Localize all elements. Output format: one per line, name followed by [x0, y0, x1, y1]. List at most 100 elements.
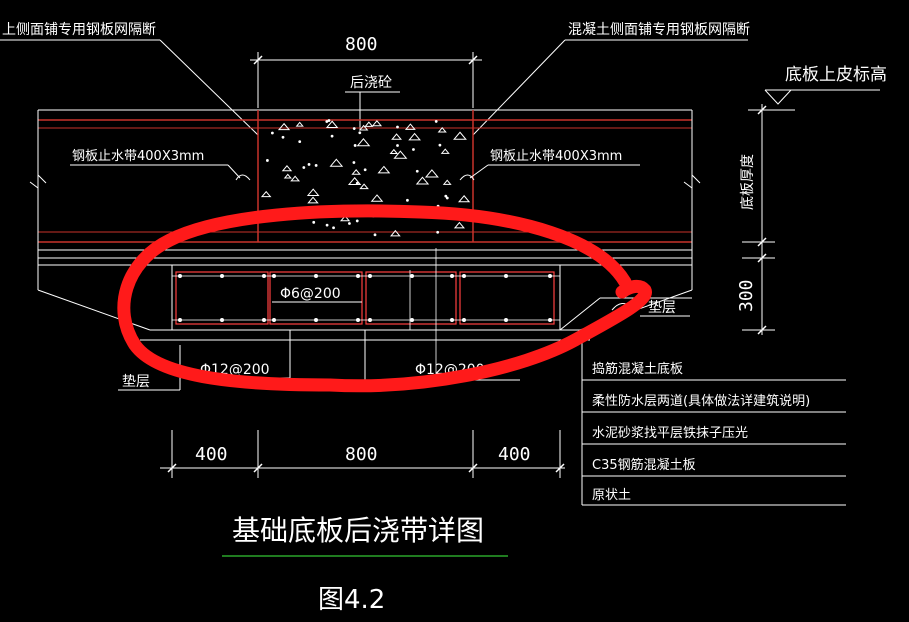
rebar-dot — [272, 274, 276, 278]
hidden-left-label: Φ12@200 — [200, 330, 291, 379]
layer-notes: 捣筋混凝土底板 柔性防水层两道(具体做法详建筑说明) 水泥砂浆找平层铁抹子压光 … — [581, 340, 846, 506]
rebar-dot — [272, 318, 276, 322]
hatch-dot — [281, 135, 285, 139]
rebar-dot — [462, 318, 466, 322]
hatch-triangle — [329, 158, 344, 167]
bottom-dim-left-text: 400 — [195, 444, 228, 465]
dim-300-text: 300 — [736, 279, 757, 312]
hatch-triangle — [457, 194, 471, 203]
hatch-dot — [406, 198, 409, 202]
stirrup-label: Φ6@200 — [272, 286, 362, 303]
cushion-left-text: 垫层 — [122, 374, 150, 390]
top-left-note-text: 上侧面铺专用钢板网隔断 — [2, 22, 156, 38]
slab-top-elevation: 底板上皮标高 — [748, 65, 887, 111]
hatch-triangle — [351, 169, 361, 175]
hatch-dot — [396, 144, 399, 147]
hatch-triangle — [359, 183, 369, 190]
drawing-title-block: 基础底板后浇带详图 图4.2 — [222, 514, 508, 615]
hatch-dot — [327, 119, 331, 122]
rebar-dot — [356, 318, 360, 322]
hatch-triangle — [371, 120, 383, 127]
bottom-dim-mid-text: 800 — [345, 444, 378, 465]
layer-note-5: 原状土 — [592, 488, 631, 503]
hatch-triangle — [391, 133, 402, 140]
hatch-dot — [412, 148, 415, 151]
hatch-dot — [312, 220, 316, 224]
rebar-dot — [262, 318, 266, 322]
hatch-dot — [444, 194, 448, 198]
hatch-dot — [307, 163, 311, 166]
rebar-dot — [220, 318, 224, 322]
top-dimension: 800 — [250, 34, 482, 108]
hatch-dot — [302, 166, 306, 169]
top-dim-text: 800 — [345, 34, 378, 55]
rebar-cage-2 — [269, 271, 363, 325]
hatch-triangle — [415, 176, 430, 185]
rebar-dot — [314, 274, 318, 278]
rebar-dot — [450, 318, 454, 322]
hatch-triangle — [307, 196, 319, 204]
hatch-dot — [436, 230, 440, 234]
rebar-dot — [548, 274, 552, 278]
rebar-dot — [504, 318, 508, 322]
hatch-triangle — [389, 148, 399, 154]
waterstop-right: 钢板止水带400X3mm — [459, 149, 640, 181]
rebar-dot — [368, 318, 372, 322]
hatch-triangle — [424, 169, 439, 178]
hatch-triangle — [325, 120, 339, 129]
waterstop-right-text: 钢板止水带400X3mm — [490, 149, 622, 164]
top-left-note: 上侧面铺专用钢板网隔断 — [0, 22, 259, 136]
hatch-dot — [270, 131, 274, 135]
layer-note-4: C35钢筋混凝土板 — [592, 457, 696, 473]
hatch-triangle — [437, 126, 447, 133]
hatch-triangle — [290, 175, 301, 182]
right-dimension-chain: 底板厚度 300 — [736, 104, 775, 335]
hatch-triangle — [281, 164, 293, 172]
hatch-triangle — [295, 121, 304, 127]
layer-note-3: 水泥砂浆找平层铁抹子压光 — [592, 426, 748, 441]
hatch-triangle — [283, 173, 292, 179]
hatch-dot — [332, 226, 335, 230]
hatch-triangle — [358, 124, 369, 131]
rebar-dot — [462, 274, 466, 278]
rebar-dot — [314, 318, 318, 322]
hatch-triangle — [408, 132, 421, 141]
hatch-triangle — [404, 123, 416, 130]
waterstop-left: 钢板止水带400X3mm — [70, 149, 251, 181]
top-right-note-text: 混凝土侧面铺专用钢板网隔断 — [568, 22, 750, 38]
bottom-dim-right-text: 400 — [498, 444, 531, 465]
rebar-cages — [172, 248, 560, 380]
hatch-dot — [363, 168, 367, 172]
hatch-dot — [355, 181, 359, 185]
hatch-triangle — [453, 221, 465, 229]
hatch-dot — [434, 120, 438, 123]
hatch-dot — [325, 120, 329, 123]
hatch-triangle — [339, 215, 351, 222]
hatch-dot — [266, 159, 269, 162]
hatch-dot — [445, 196, 449, 200]
hatch-dot — [352, 127, 356, 130]
rebar-dot — [368, 274, 372, 278]
rebar-dot — [504, 274, 508, 278]
post-pour-zone — [257, 110, 474, 242]
hatch-triangle — [377, 165, 391, 174]
hatch-triangle — [440, 148, 450, 154]
hatch-dot — [355, 219, 359, 223]
hatch-dot — [438, 143, 442, 147]
rebar-dot — [178, 274, 182, 278]
hatch-triangle — [370, 194, 384, 202]
figure-number: 图4.2 — [318, 585, 385, 615]
post-pour-label: 后浇砼 — [345, 75, 400, 130]
hatch-dot — [415, 169, 419, 173]
rebar-dot — [262, 274, 266, 278]
rebar-dot — [178, 318, 182, 322]
post-pour-label-text: 后浇砼 — [350, 75, 392, 91]
slab-thickness-text: 底板厚度 — [740, 154, 756, 210]
hatch-dot — [373, 233, 377, 237]
rebar-dot — [548, 318, 552, 322]
drawing-title: 基础底板后浇带详图 — [232, 514, 484, 547]
stirrup-label-text: Φ6@200 — [280, 286, 341, 302]
slab-lines — [29, 109, 701, 290]
hatch-triangle — [442, 179, 452, 185]
